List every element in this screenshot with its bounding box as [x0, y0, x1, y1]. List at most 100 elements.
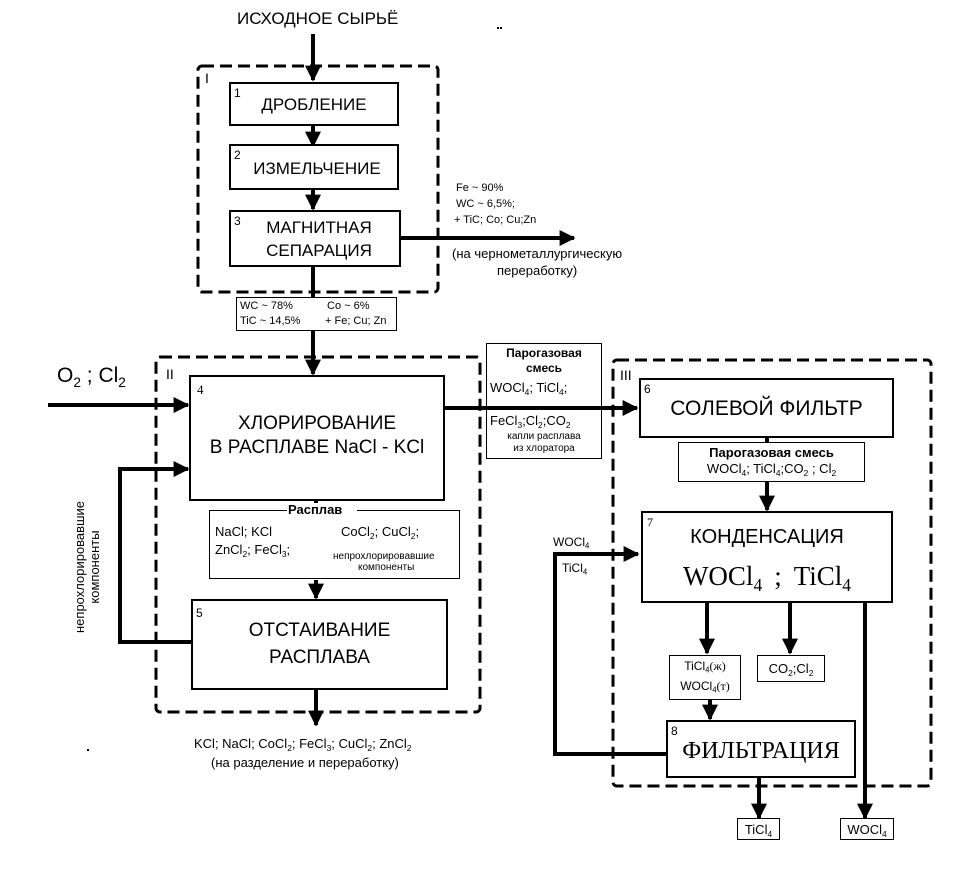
formula-wocl4: WOCl	[682, 561, 754, 591]
o2-symbol: O	[57, 364, 74, 387]
subscript: 2	[803, 467, 809, 478]
subscript: 2	[788, 667, 793, 678]
cl2-symbol: Cl	[98, 364, 119, 387]
recycle-unchlorinated-label: непрохлорировавшие компоненты	[72, 497, 107, 637]
state: (т)	[716, 679, 730, 693]
subscript: 4	[559, 386, 564, 397]
formula: WOCl	[706, 461, 742, 476]
recycle-label-line2: компоненты	[86, 530, 102, 604]
subscript: 2	[538, 419, 543, 430]
formula: ZnCl	[215, 542, 243, 557]
step-7-formulas: WOCl4;TiCl4	[643, 561, 891, 594]
step-number: 4	[197, 382, 204, 397]
formula: ; Cl	[808, 461, 832, 476]
formula: TiCl	[562, 561, 583, 575]
subscript: 4	[842, 575, 852, 596]
step-4-chlorination[interactable]: 4 ХЛОРИРОВАНИЕ В РАСПЛАВЕ NaCl - KCl	[189, 375, 445, 501]
melt-box-top-border	[209, 510, 460, 511]
step-number: 1	[234, 86, 241, 100]
step-5-settling[interactable]: 5 ОТСТАИВАНИЕ РАСПЛАВА	[191, 599, 448, 690]
vapor-mix-2-composition: WOCl4; TiCl4;CO2 ; Cl2	[679, 461, 864, 478]
subscript: 2	[242, 548, 248, 559]
subscript: 2	[808, 667, 814, 678]
formula: ;Cl	[522, 413, 539, 428]
formula: WOCl	[553, 535, 585, 549]
arrow-recycle-left	[118, 461, 191, 644]
formula: ; FeCl	[247, 542, 282, 557]
subscript: 4	[582, 567, 588, 577]
zone-label-II: II	[166, 366, 174, 382]
step-label-line2: СЕПАРАЦИЯ	[266, 241, 372, 260]
zone-label-III: III	[620, 367, 632, 383]
subscript: 4	[775, 467, 781, 478]
formula: WOCl	[680, 679, 713, 693]
vapor-mix-1-title2: смесь	[525, 361, 563, 375]
magnetic-fe: Fe ~ 90%	[456, 182, 504, 194]
subscript: 4	[741, 467, 747, 478]
formula: ;CO	[542, 413, 566, 428]
product-ticl4: TiCl4	[737, 818, 780, 840]
subscript: 4	[705, 665, 710, 675]
zone-III-border	[611, 358, 933, 788]
magnetic-destination-2: переработку)	[497, 263, 578, 278]
step-3-magnetic-separation[interactable]: 3 МАГНИТНАЯ СЕПАРАЦИЯ	[229, 210, 401, 267]
formula: WOCl	[847, 822, 882, 837]
settling-output-destination: (на разделение и переработку)	[211, 755, 399, 770]
subscript: 4	[712, 685, 717, 695]
step-6-salt-filter[interactable]: 6 СОЛЕВОЙ ФИЛЬТР	[639, 378, 894, 438]
magnetic-destination-1: (на чернометаллургическую	[452, 246, 623, 261]
product-wocl4: WOCl4	[840, 818, 894, 840]
recycle-label-line1: непрохлорировавшие	[72, 501, 87, 633]
nonmagnetic-fraction-box: WC ~ 78% TiC ~ 14,5% Co ~ 6% + Fe; Cu; Z…	[236, 297, 397, 331]
nonmagnetic-other: + Fe; Cu; Zn	[325, 315, 387, 327]
formula: TiCl	[744, 822, 768, 837]
recycle-right-wocl4: WOCl4	[553, 535, 590, 551]
melt-nacl-kcl: NaCl; KCl	[215, 524, 273, 539]
step-1-crushing[interactable]: 1 ДРОБЛЕНИЕ	[229, 82, 399, 126]
formula: KCl; NaCl; CoCl	[194, 736, 288, 751]
product-ticl4-label: TiCl4	[738, 822, 779, 838]
step-label: СОЛЕВОЙ ФИЛЬТР	[670, 397, 863, 420]
step-2-grinding[interactable]: 2 ИЗМЕЛЬЧЕНИЕ	[229, 144, 399, 190]
formula: WOCl	[490, 380, 525, 395]
formula: ; FeCl	[291, 736, 327, 751]
melt-title: Расплав	[287, 502, 344, 517]
formula: CoCl	[341, 524, 370, 539]
offgas-co2-cl2: CO2;Cl2	[758, 661, 824, 678]
subscript: 3	[326, 742, 332, 753]
subscript: 4	[524, 386, 530, 397]
stray-mark	[500, 27, 502, 29]
recycle-right-ticl4: TiCl4	[562, 561, 588, 577]
step-8-filtration[interactable]: 8 ФИЛЬТРАЦИЯ	[666, 720, 856, 778]
nonmagnetic-tic: TiC ~ 14,5%	[240, 315, 301, 327]
step-7-condensation[interactable]: 7 КОНДЕНСАЦИЯ WOCl4;TiCl4	[641, 511, 893, 603]
melt-zncl2-fecl3: ZnCl2; FeCl3;	[215, 542, 291, 559]
subscript: 4	[585, 541, 590, 551]
vapor-mix-1-title1: Парогазовая	[506, 346, 582, 360]
zone-label-I: I	[205, 70, 209, 86]
formula: ; TiCl	[529, 380, 559, 395]
feed-title: ИСХОДНОЕ СЫРЬЁ	[237, 9, 399, 28]
step-label-line1: ОТСТАИВАНИЕ	[248, 620, 391, 641]
magnetic-wc: WC ~ 6,5%;	[456, 198, 515, 210]
chlorination-gas-input: O2 ; Cl2	[57, 364, 126, 389]
product-wocl4-label: WOCl4	[841, 822, 893, 838]
formula: ;	[286, 542, 291, 557]
step-label: ФИЛЬТРАЦИЯ	[682, 738, 840, 764]
vapor-box-flow-line	[486, 406, 602, 410]
nonmagnetic-wc: WC ~ 78%	[240, 300, 293, 312]
subscript: 2	[565, 419, 571, 430]
step-label: ИЗМЕЛЬЧЕНИЕ	[253, 159, 381, 178]
subscript: 2	[287, 742, 292, 753]
subscript: 4	[753, 575, 763, 596]
formula: ;CO	[780, 461, 804, 476]
formula: ;Cl	[792, 661, 809, 676]
formula: TiCl	[684, 659, 706, 673]
step-number: 3	[234, 214, 241, 228]
subscript: 2	[367, 742, 373, 753]
stray-mark	[87, 749, 89, 751]
vapor-mix-1-line1: WOCl4; TiCl4;	[490, 380, 567, 397]
formula: FeCl	[490, 413, 518, 428]
subscript: 2	[410, 530, 416, 541]
subscript: 2	[831, 467, 837, 478]
